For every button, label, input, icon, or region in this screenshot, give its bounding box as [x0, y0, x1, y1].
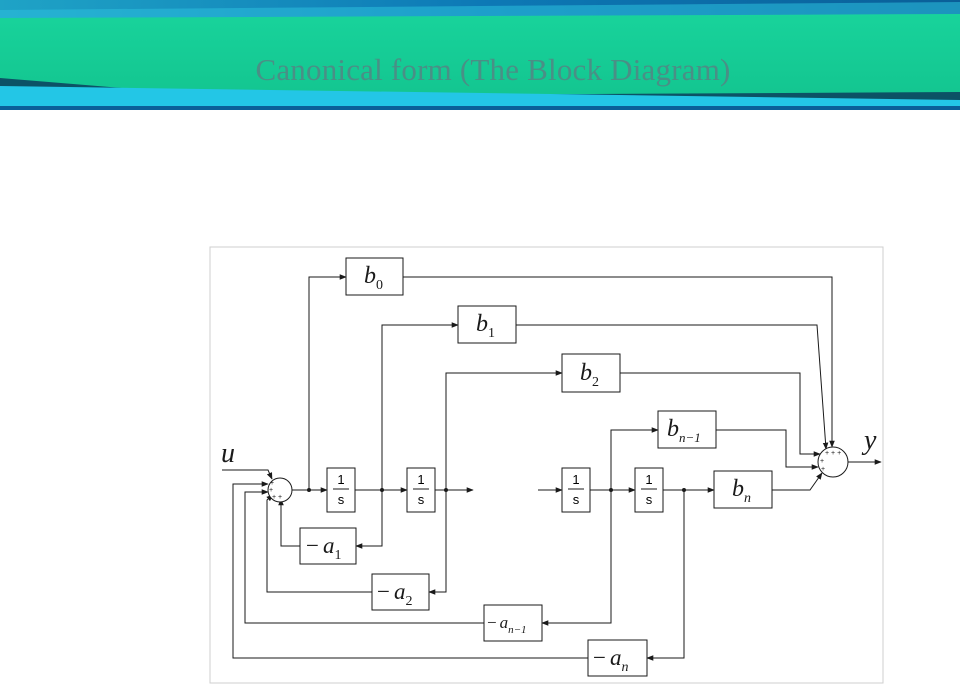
branch-to-an	[646, 490, 685, 661]
junction-dot	[380, 488, 384, 492]
integrator-block-2: 1 s	[406, 467, 436, 513]
gain-block-b1: b1	[457, 305, 517, 344]
branch-to-b2	[445, 370, 563, 490]
gain-block-b2: b2	[561, 353, 621, 393]
branch-to-a2	[428, 490, 447, 595]
an-1-feedback	[244, 489, 484, 624]
integrator-block-3: 1 s	[561, 467, 591, 513]
svg-text:1: 1	[337, 472, 344, 487]
junction-dot	[682, 488, 686, 492]
gain-block-b0: b0	[345, 257, 404, 296]
gain-block-bn: bn	[713, 470, 773, 509]
svg-text:+: +	[821, 466, 825, 473]
branch-to-an-1	[541, 490, 612, 626]
svg-text:s: s	[418, 492, 425, 507]
svg-text:+: +	[269, 487, 273, 494]
branch-to-b1	[381, 322, 459, 490]
svg-text:+ + +: + + +	[825, 450, 841, 457]
svg-text:1: 1	[417, 472, 424, 487]
integrator-block-4: 1 s	[634, 467, 664, 513]
b0-to-sum	[403, 276, 835, 448]
gain-block-minus-a2: −a2	[371, 573, 430, 611]
input-label: u	[221, 438, 235, 469]
svg-text:b0: b0	[364, 263, 383, 293]
branch-to-b0	[308, 274, 347, 490]
gain-block-minus-a1: −a1	[299, 527, 357, 565]
svg-text:−an−1: −an−1	[487, 613, 527, 636]
svg-text:bn: bn	[732, 476, 751, 506]
a1-feedback	[278, 498, 300, 547]
svg-text:bn−1: bn−1	[667, 416, 701, 445]
slide-title: Canonical form (The Block Diagram)	[255, 52, 731, 87]
gain-block-bn-1: bn−1	[657, 410, 717, 449]
svg-text:−a2: −a2	[377, 579, 412, 609]
svg-text:1: 1	[645, 472, 652, 487]
junction-dot	[444, 488, 448, 492]
junction-dot	[307, 488, 311, 492]
output-label: y	[861, 425, 877, 456]
integrator-block-1: 1 s	[326, 467, 356, 513]
gain-block-minus-an: −an	[587, 639, 648, 677]
svg-text:1: 1	[572, 472, 579, 487]
branch-to-a1	[355, 490, 383, 549]
svg-text:+: +	[820, 458, 824, 465]
bn-1-to-sum	[716, 429, 819, 470]
bn-to-sum	[772, 472, 823, 491]
svg-text:−an: −an	[593, 645, 628, 675]
input-line	[222, 469, 273, 480]
summing-junction-input: + + + +	[267, 477, 293, 503]
svg-text:+: +	[270, 480, 274, 487]
svg-text:−a1: −a1	[306, 533, 341, 563]
svg-text:b1: b1	[476, 311, 495, 341]
svg-text:+ +: + +	[272, 494, 282, 501]
svg-text:s: s	[338, 492, 345, 507]
diagram-frame	[209, 246, 884, 684]
header-banner	[0, 0, 960, 110]
svg-text:s: s	[573, 492, 580, 507]
summing-junction-output: + + + + +	[817, 446, 849, 478]
an-feedback	[232, 481, 588, 659]
b1-to-sum	[516, 324, 829, 450]
junction-dot	[609, 488, 613, 492]
gain-block-minus-an-1: −an−1	[483, 604, 543, 642]
svg-text:s: s	[646, 492, 653, 507]
branch-to-bn-1	[610, 427, 659, 490]
b2-to-sum	[620, 372, 821, 457]
svg-text:b2: b2	[580, 360, 599, 390]
